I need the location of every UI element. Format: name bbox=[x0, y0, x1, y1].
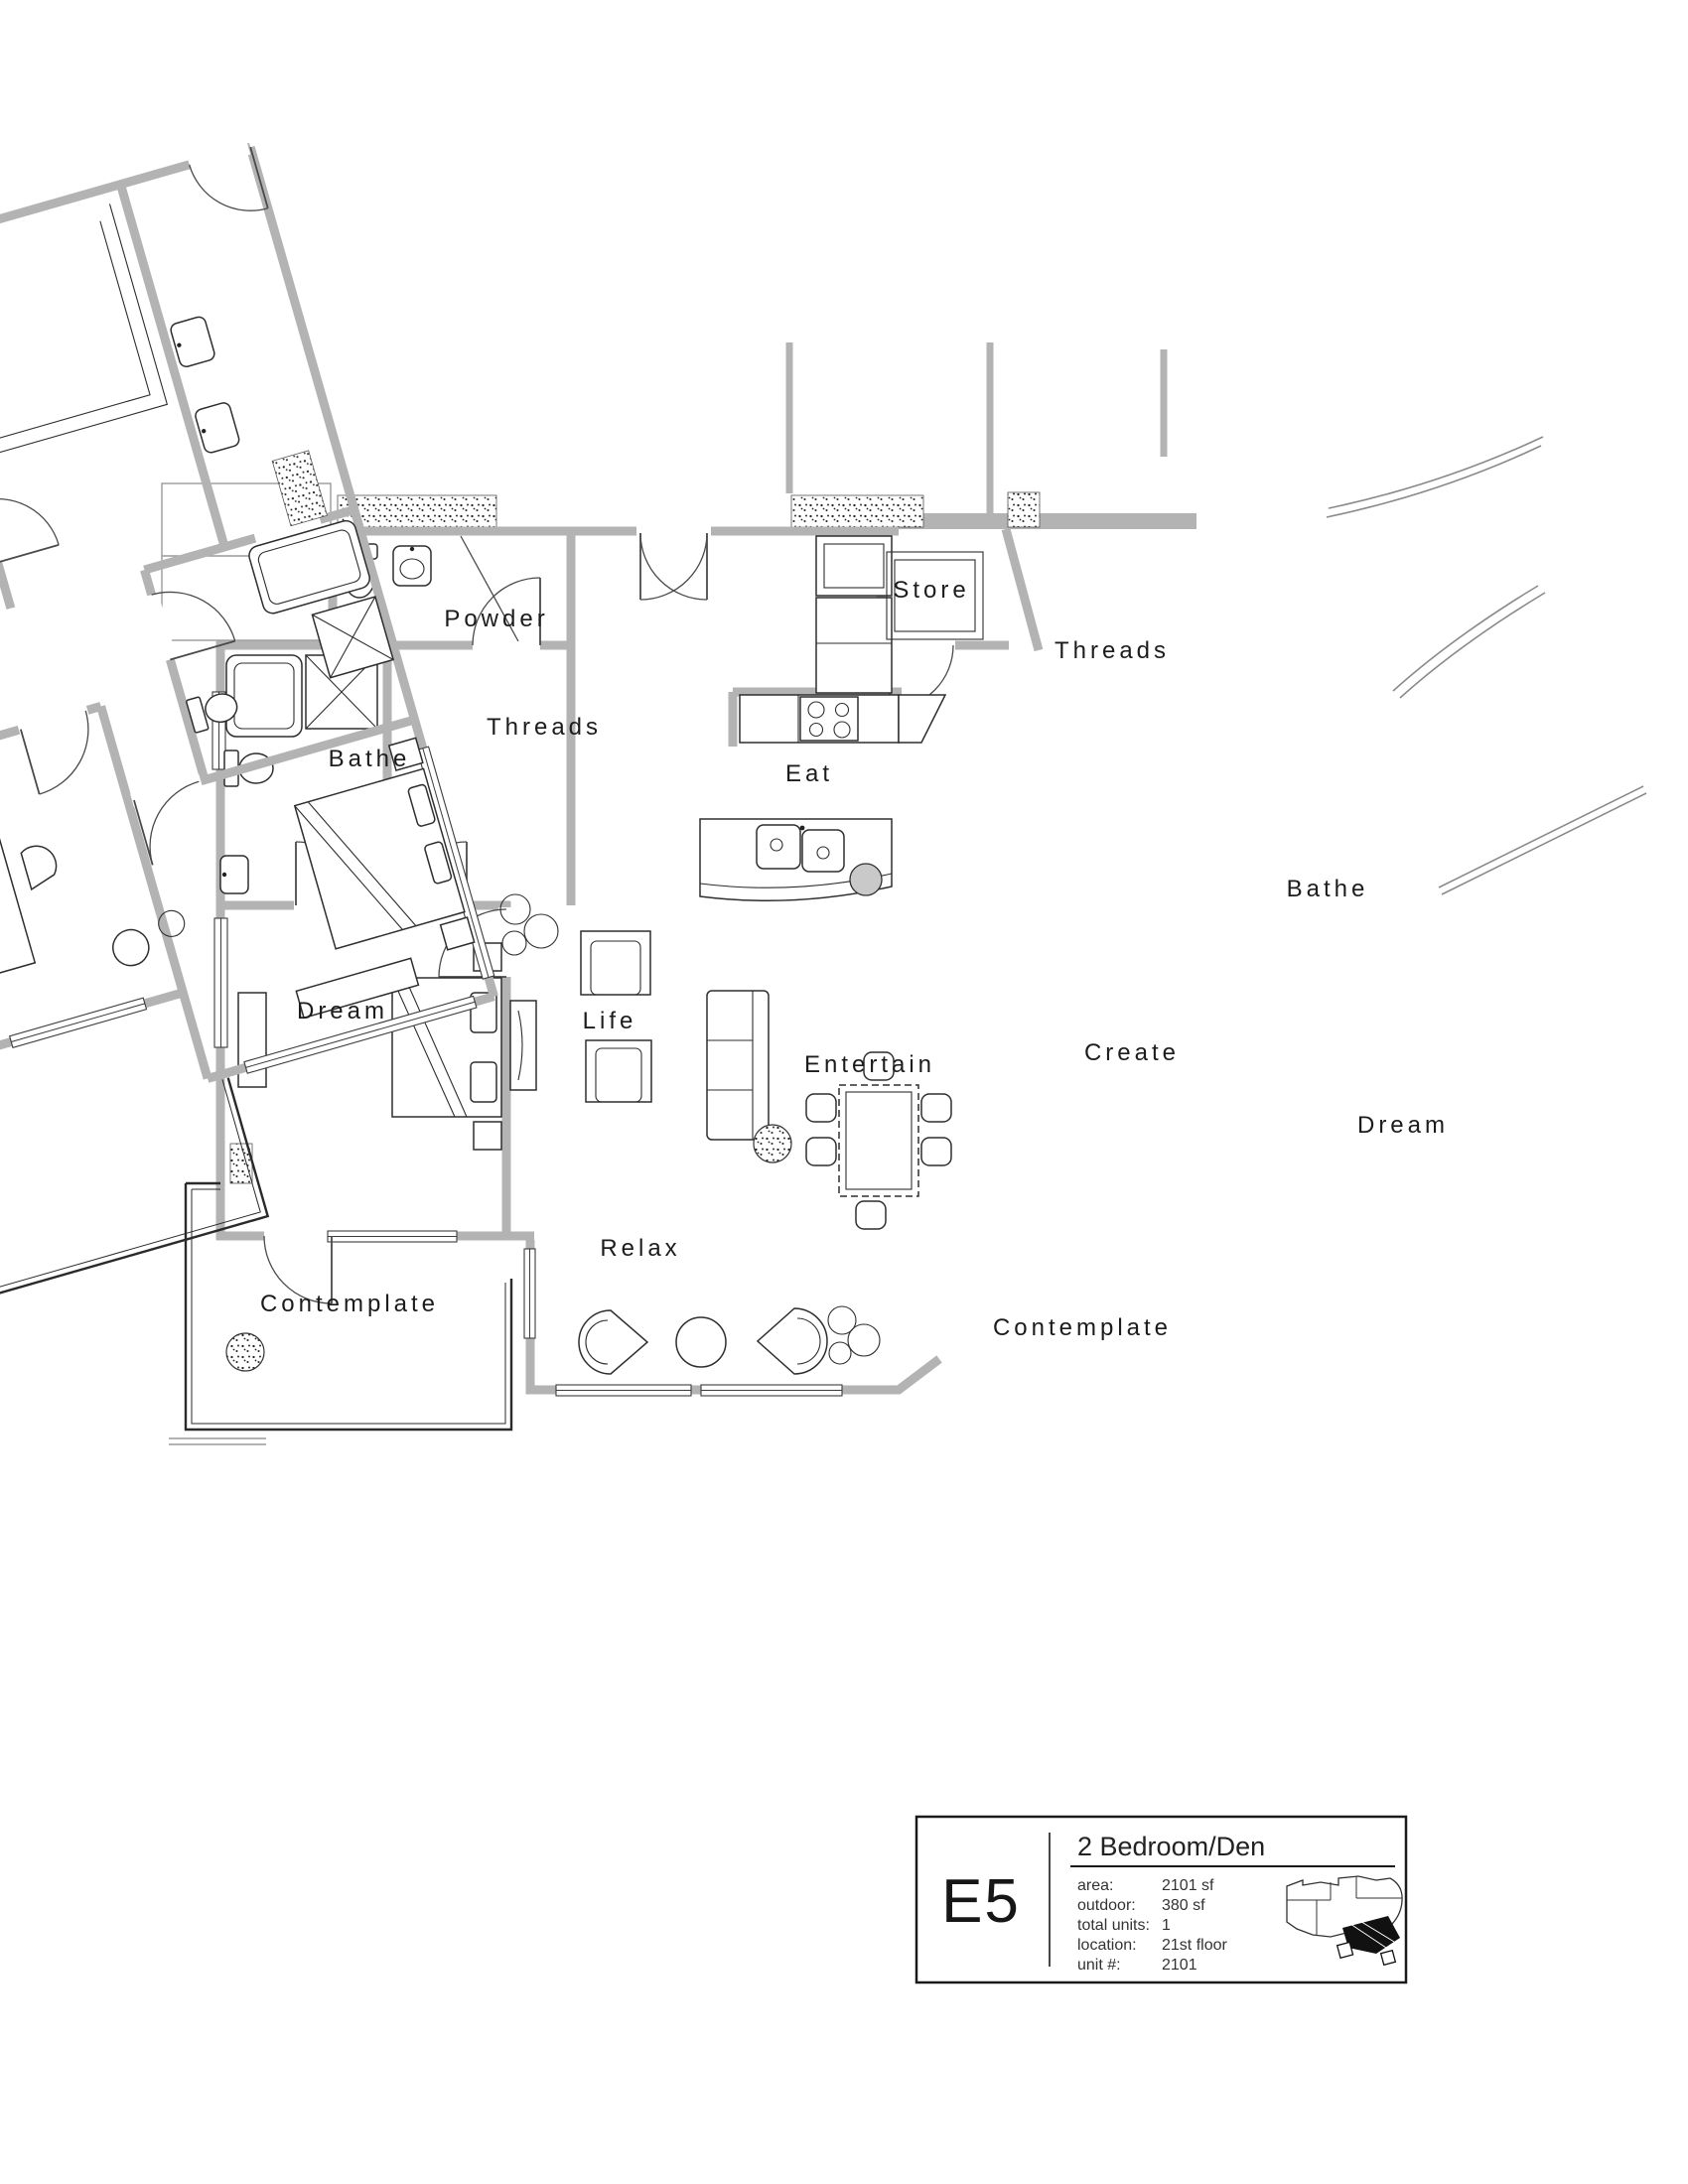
windows-east-wing bbox=[8, 746, 495, 1074]
bathe-master-fixtures bbox=[170, 316, 395, 734]
plant bbox=[499, 893, 531, 925]
plant bbox=[753, 1124, 792, 1163]
lounge-chair bbox=[756, 1307, 828, 1375]
room-label-create: Create bbox=[1084, 1039, 1180, 1066]
detail-value: 380 sf bbox=[1162, 1897, 1205, 1914]
door-openings-east bbox=[0, 141, 323, 808]
life-furniture bbox=[499, 893, 770, 1141]
room-label-terrace-east: Contemplate bbox=[993, 1314, 1172, 1341]
kitchen-island bbox=[699, 818, 893, 901]
dream-master-furniture bbox=[112, 737, 476, 1020]
create-furniture bbox=[0, 785, 58, 979]
relax-furniture bbox=[578, 1305, 881, 1375]
room-label-store: Store bbox=[893, 577, 969, 604]
room-label-dream-second: Dream bbox=[297, 998, 388, 1024]
room-labels: Powder Store Threads Threads Bathe Eat B… bbox=[260, 577, 1449, 1341]
unit-code: E5 bbox=[941, 1867, 1021, 1936]
sink bbox=[195, 402, 240, 454]
plant bbox=[158, 909, 186, 937]
console bbox=[509, 1000, 537, 1091]
terrace-east-parapet bbox=[0, 1018, 270, 1330]
toilet bbox=[186, 696, 210, 734]
title-block: E5 2 Bedroom/Den area: 2101 sf outdoor: … bbox=[914, 1815, 1408, 1984]
locator-map bbox=[1286, 1875, 1403, 1967]
fridge bbox=[815, 535, 893, 597]
detail-label: unit #: bbox=[1077, 1957, 1121, 1974]
detail-value: 2101 bbox=[1162, 1957, 1197, 1974]
bathtub bbox=[248, 519, 370, 614]
desk-chair bbox=[20, 845, 58, 891]
detail-label: total units: bbox=[1077, 1917, 1150, 1934]
stool bbox=[849, 863, 883, 896]
side-table bbox=[675, 1316, 727, 1368]
unit-type: 2 Bedroom/Den bbox=[1077, 1832, 1265, 1861]
island-sink bbox=[756, 824, 801, 870]
detail-label: area: bbox=[1077, 1877, 1113, 1894]
plant bbox=[225, 1332, 265, 1372]
threads-master-shelving bbox=[0, 204, 169, 458]
title-block-details: area: 2101 sf outdoor: 380 sf total unit… bbox=[1077, 1877, 1227, 1974]
room-label-threads-master: Threads bbox=[1055, 637, 1170, 664]
desk bbox=[0, 785, 37, 979]
room-label-eat: Eat bbox=[785, 760, 833, 787]
kitchen bbox=[739, 535, 947, 744]
bench bbox=[295, 957, 420, 1020]
hatched-wall-bands bbox=[229, 491, 1041, 1184]
curved-facade-lines bbox=[1326, 436, 1647, 895]
armchair bbox=[580, 930, 651, 996]
room-label-relax: Relax bbox=[600, 1235, 680, 1262]
sink bbox=[219, 855, 249, 894]
doors-east-wing bbox=[0, 146, 269, 866]
terrace-west-parapet bbox=[184, 1181, 513, 1432]
nightstand bbox=[387, 737, 424, 771]
room-label-bathe-master: Bathe bbox=[1287, 876, 1369, 902]
bathtub bbox=[225, 654, 303, 738]
lounge-chair bbox=[578, 1309, 649, 1375]
detail-value: 21st floor bbox=[1162, 1937, 1227, 1954]
sofa bbox=[706, 990, 770, 1141]
room-label-threads-second: Threads bbox=[487, 714, 602, 741]
chair bbox=[112, 928, 150, 967]
detail-label: location: bbox=[1077, 1937, 1137, 1954]
room-label-entertain: Entertain bbox=[804, 1051, 935, 1078]
room-label-powder: Powder bbox=[444, 606, 548, 632]
sink bbox=[392, 545, 432, 587]
nightstand bbox=[439, 916, 476, 951]
room-label-terrace-west: Contemplate bbox=[260, 1291, 439, 1317]
room-label-life: Life bbox=[583, 1008, 637, 1034]
neighbor-structures bbox=[161, 342, 1196, 1445]
plant bbox=[827, 1305, 857, 1335]
east-wing bbox=[0, 141, 498, 1330]
unit-highlight bbox=[1342, 1916, 1400, 1954]
detail-label: outdoor: bbox=[1077, 1897, 1136, 1914]
room-label-bathe-second: Bathe bbox=[329, 746, 411, 772]
sink bbox=[170, 316, 215, 368]
nightstand bbox=[473, 1121, 502, 1151]
detail-value: 2101 sf bbox=[1162, 1877, 1214, 1894]
room-label-dream-master: Dream bbox=[1357, 1112, 1449, 1139]
dining-table bbox=[838, 1084, 919, 1197]
entertain-furniture bbox=[753, 1051, 952, 1230]
store-shelving bbox=[886, 551, 984, 640]
dining-chair bbox=[805, 1093, 837, 1123]
kitchen-counter bbox=[815, 597, 893, 694]
detail-value: 1 bbox=[1162, 1917, 1171, 1934]
